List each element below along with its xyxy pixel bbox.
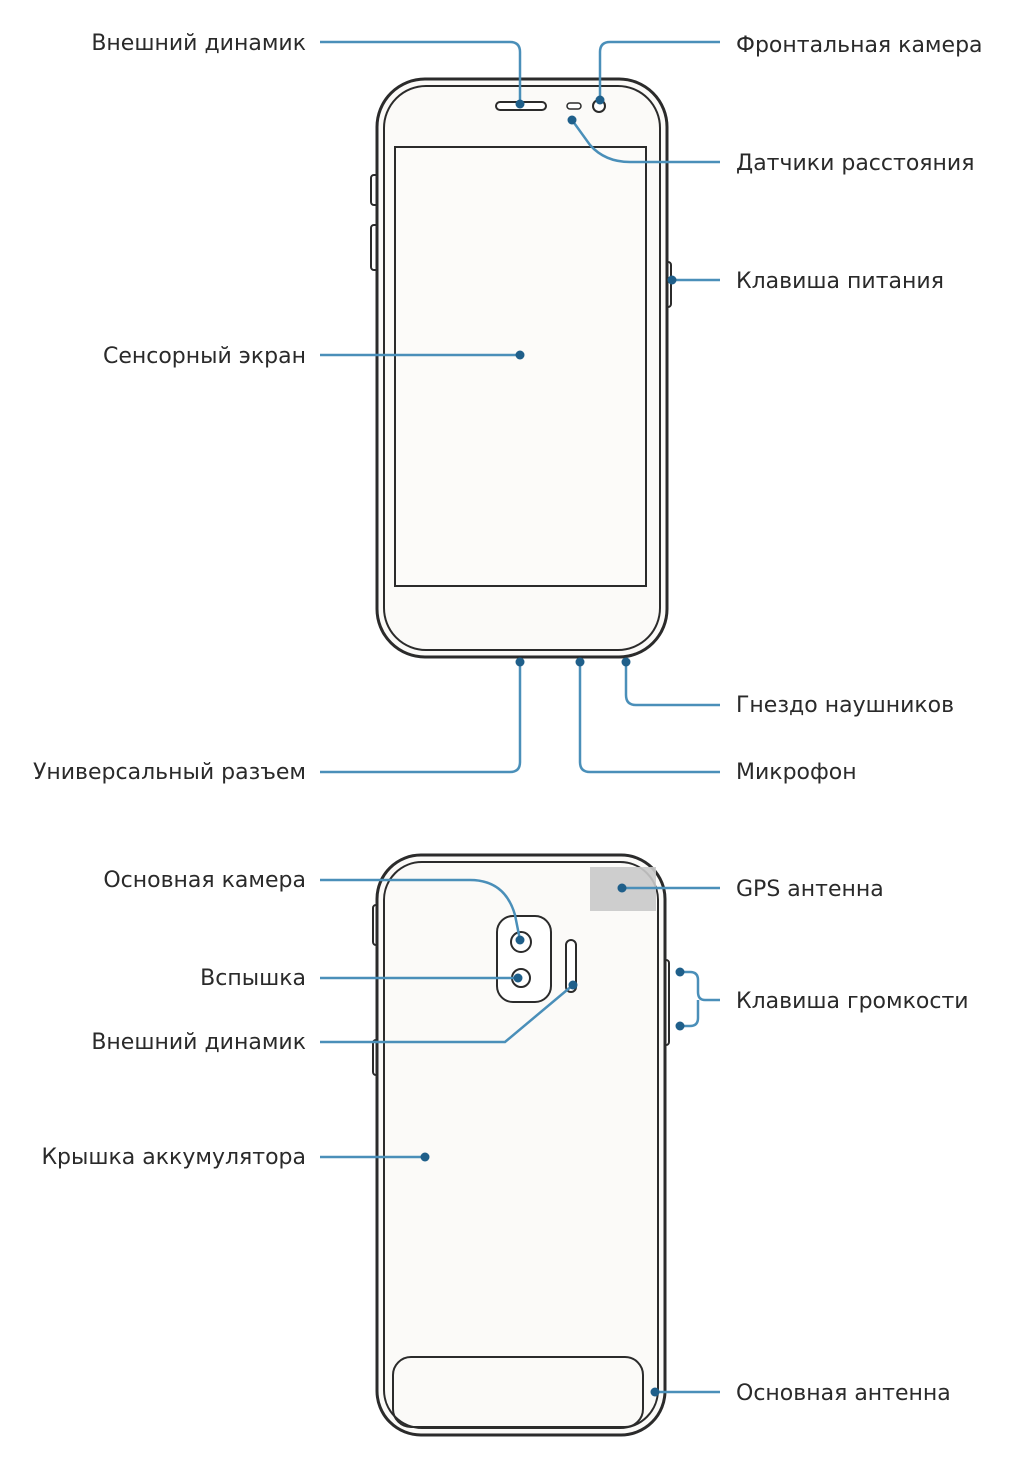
leader-proximity (570, 119, 720, 164)
front-inner-rim (383, 85, 661, 651)
label-headset-jack: Гнездо наушников (736, 693, 954, 718)
back-labels: Основная камера GPS антенна Вспышка Клав… (41, 868, 968, 1406)
dot-headset-jack (621, 657, 631, 667)
dot-microphone (575, 657, 585, 667)
label-microphone: Микрофон (736, 760, 857, 785)
front-labels: Внешний динамик Фронтальная камера Датчи… (33, 31, 983, 785)
label-power-key: Клавиша питания (736, 269, 944, 294)
back-phone (372, 853, 670, 1437)
leader-ext-speaker (320, 40, 522, 104)
label-main-antenna: Основная антенна (736, 1381, 951, 1406)
label-battery-cover: Крышка аккумулятора (41, 1145, 306, 1170)
label-usb-port: Универсальный разъем (33, 760, 306, 785)
leader-front-camera (598, 40, 720, 100)
dot-ext-speaker-back (568, 980, 578, 990)
back-leaders (320, 878, 720, 1397)
label-gps-antenna: GPS антенна (736, 877, 884, 902)
dot-ext-speaker (515, 99, 525, 109)
label-touchscreen: Сенсорный экран (103, 344, 306, 369)
main-antenna-area (392, 1356, 644, 1428)
label-main-camera: Основная камера (103, 868, 306, 893)
label-volume-key: Клавиша громкости (736, 989, 969, 1014)
front-leaders (320, 40, 720, 774)
dot-power-key (667, 275, 677, 285)
leader-ext-speaker-back (320, 984, 574, 1044)
back-body (375, 853, 667, 1437)
dot-touchscreen (515, 350, 525, 360)
leader-main-camera (320, 878, 522, 941)
touch-screen (394, 146, 647, 587)
dot-usb-port (515, 657, 525, 667)
dot-gps-antenna (617, 883, 627, 893)
label-ext-speaker-back: Внешний динамик (91, 1030, 306, 1055)
dot-main-camera (515, 935, 525, 945)
dot-flash (513, 973, 523, 983)
dot-volume-down (675, 1021, 685, 1031)
dot-front-camera (595, 95, 605, 105)
proximity-sensor (566, 102, 582, 110)
rear-speaker-slot (565, 939, 577, 993)
label-proximity-sensors: Датчики расстояния (736, 151, 974, 176)
label-flash: Вспышка (200, 966, 306, 991)
dot-volume-up (675, 967, 685, 977)
leader-microphone (578, 662, 720, 774)
label-front-camera: Фронтальная камера (736, 33, 983, 58)
dot-main-antenna (650, 1387, 660, 1397)
label-ext-speaker-front: Внешний динамик (91, 31, 306, 56)
dot-proximity (567, 115, 577, 125)
leader-usb-port (320, 662, 522, 774)
leader-volume-key (680, 970, 720, 1028)
dot-battery-cover (420, 1152, 430, 1162)
front-phone (370, 77, 672, 659)
leader-headset-jack (624, 662, 720, 707)
camera-module (496, 915, 552, 1003)
